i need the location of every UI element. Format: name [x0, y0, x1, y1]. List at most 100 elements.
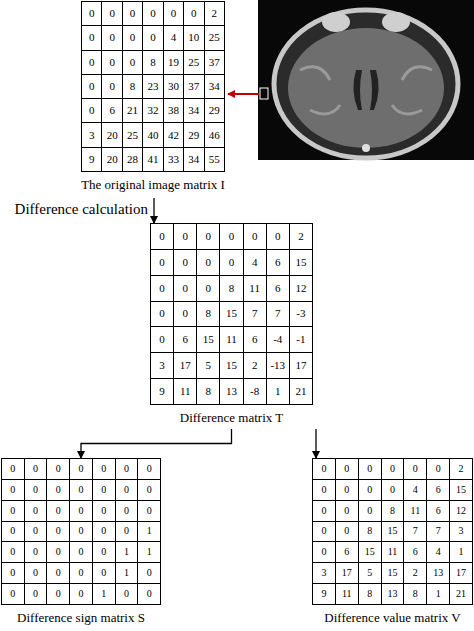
matrix-cell: -4	[267, 327, 290, 353]
matrix-cell: 11	[244, 276, 267, 302]
matrix-cell: 32	[143, 99, 163, 123]
matrix-cell: 41	[143, 148, 163, 172]
matrix-cell: 0	[2, 584, 25, 605]
matrix-cell: 6	[267, 250, 290, 276]
matrix-cell: -1	[290, 327, 313, 353]
matrix-cell: 0	[2, 563, 25, 584]
matrix-cell: 7	[404, 522, 427, 543]
matrix-cell: 23	[143, 75, 163, 99]
matrix-cell: 0	[359, 480, 382, 501]
matrix-cell: 0	[138, 459, 161, 480]
matrix-cell: 37	[205, 51, 225, 75]
vessel	[362, 144, 370, 152]
matrix-cell: 0	[138, 563, 161, 584]
matrix-cell: 0	[151, 250, 174, 276]
matrix-grid: 0000002000046150008116120081577306151164…	[312, 458, 473, 605]
matrix-cell: 12	[450, 501, 473, 522]
matrix-cell: 2	[244, 353, 267, 379]
matrix-cell: 0	[93, 480, 116, 501]
matrix-cell: -8	[244, 379, 267, 405]
matrix-cell: 4	[244, 250, 267, 276]
matrix-cell: 21	[123, 99, 143, 123]
connector-arrow	[153, 198, 154, 223]
matrix-cell: 0	[70, 563, 93, 584]
matrix-cell: 6	[244, 327, 267, 353]
matrix-cell: 6	[427, 480, 450, 501]
matrix-cell: 1	[116, 563, 139, 584]
matrix-cell: 0	[313, 480, 336, 501]
matrix-cell: 17	[290, 353, 313, 379]
matrix-cell: 13	[220, 379, 243, 405]
brain-folds	[300, 67, 432, 114]
matrix-cell: 0	[47, 563, 70, 584]
matrix-cell: 9	[151, 379, 174, 405]
matrix-cell: 15	[220, 302, 243, 328]
matrix-cell: 6	[174, 327, 197, 353]
matrix-cell: 1	[116, 542, 139, 563]
matrix-cell: 0	[427, 459, 450, 480]
matrix-cell: 1	[450, 542, 473, 563]
matrix-cell: 0	[70, 459, 93, 480]
matrix-cell: 11	[336, 584, 359, 605]
matrix-cell: 0	[93, 563, 116, 584]
matrix-cell: 3	[151, 353, 174, 379]
connector-arrow	[315, 429, 316, 458]
matrix-cell: 5	[197, 353, 220, 379]
matrix-cell: 0	[174, 250, 197, 276]
matrix-cell: 17	[450, 563, 473, 584]
matrix-cell: 25	[184, 51, 204, 75]
matrix-cell: 0	[2, 522, 25, 543]
matrix-cell: 15	[197, 327, 220, 353]
matrix-cell: 21	[290, 379, 313, 405]
matrix-cell: 20	[102, 148, 122, 172]
matrix-cell: 4	[404, 480, 427, 501]
matrix-cell: 8	[197, 379, 220, 405]
matrix-cell: 28	[123, 148, 143, 172]
matrix-cell: 6	[267, 276, 290, 302]
matrix-cell: 0	[382, 480, 405, 501]
matrix-caption: Difference sign matrix S	[0, 610, 221, 626]
matrix-cell: 4	[164, 26, 184, 50]
matrix-grid: 0000002000041025000819253700823303734062…	[81, 1, 225, 172]
matrix-cell: 0	[25, 584, 48, 605]
matrix-cell: 0	[47, 584, 70, 605]
matrix-cell: 6	[404, 542, 427, 563]
matrix-cell: 5	[359, 563, 382, 584]
matrix-cell: 3	[313, 563, 336, 584]
matrix-cell: 0	[151, 224, 174, 250]
matrix-cell: 0	[102, 26, 122, 50]
matrix-cell: 0	[116, 501, 139, 522]
matrix-cell: 0	[123, 51, 143, 75]
matrix-cell: 3	[82, 123, 102, 147]
matrix-cell: 0	[336, 522, 359, 543]
matrix-cell: 2	[450, 459, 473, 480]
matrix-cell: 21	[450, 584, 473, 605]
matrix-cell: 0	[336, 480, 359, 501]
matrix-cell: 12	[290, 276, 313, 302]
matrix-cell: 2	[205, 2, 225, 26]
matrix-grid: 0000000000000000000000000001000001100000…	[1, 458, 161, 605]
matrix-cell: 15	[290, 250, 313, 276]
matrix-cell: 17	[174, 353, 197, 379]
matrix-cell: 0	[70, 542, 93, 563]
matrix-cell: 15	[450, 480, 473, 501]
matrix-cell: 0	[82, 2, 102, 26]
matrix-cell: 40	[143, 123, 163, 147]
matrix-cell: 20	[102, 123, 122, 147]
matrix-cell: 0	[116, 584, 139, 605]
matrix-caption: The original image matrix I	[21, 177, 285, 193]
matrix-cell: 0	[313, 542, 336, 563]
matrix-cell: 9	[313, 584, 336, 605]
matrix-cell: 0	[25, 480, 48, 501]
matrix-cell: 0	[138, 480, 161, 501]
matrix-cell: 2	[290, 224, 313, 250]
matrix-cell: 0	[313, 501, 336, 522]
mri-background	[258, 0, 474, 160]
matrix-cell: 15	[382, 563, 405, 584]
matrix-cell: 11	[174, 379, 197, 405]
sample-region	[260, 88, 268, 99]
matrix-cell: 0	[359, 459, 382, 480]
matrix-cell: 0	[336, 501, 359, 522]
matrix-cell: 0	[184, 2, 204, 26]
